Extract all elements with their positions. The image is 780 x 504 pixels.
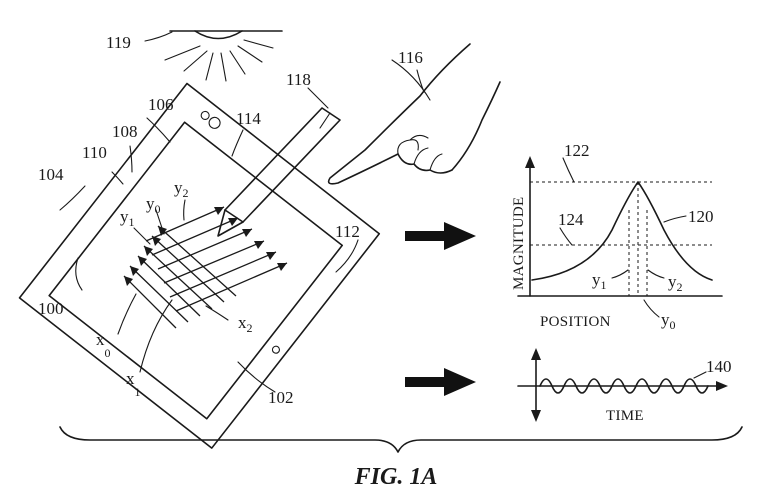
- time-plot: 140 TIME: [517, 348, 732, 424]
- device-housing: [18, 82, 381, 449]
- reference-labels: 119 116 118 106 114 108 110 104 112 100 …: [38, 33, 423, 407]
- label-106: 106: [148, 95, 174, 114]
- sensor-grid: [123, 206, 288, 329]
- label-114: 114: [236, 109, 261, 128]
- label-y2: y2: [174, 178, 189, 200]
- marker-y2: y2: [668, 272, 683, 294]
- magnitude-curve: [531, 181, 713, 281]
- label-112: 112: [335, 222, 360, 241]
- plot-ylabel: MAGNITUDE: [511, 196, 527, 290]
- tablet-device: [18, 82, 381, 449]
- stylus: [217, 107, 341, 237]
- label-y1: y1: [120, 207, 135, 229]
- sensor-icon: [208, 116, 221, 129]
- finger: [327, 43, 501, 185]
- label-119: 119: [106, 33, 131, 52]
- marker-y0: y0: [661, 310, 676, 332]
- figure-bracket: [59, 426, 743, 453]
- sensor-icon: [271, 345, 280, 354]
- leader-lines: [59, 69, 425, 393]
- label-140: 140: [706, 357, 732, 376]
- label-122: 122: [564, 141, 590, 160]
- label-104: 104: [38, 165, 64, 184]
- label-124: 124: [558, 210, 584, 229]
- device-display: [48, 121, 344, 420]
- label-x0: x0: [96, 330, 111, 360]
- label-102: 102: [268, 388, 294, 407]
- label-x2: x2: [238, 313, 253, 335]
- arrow-right-icon: [405, 222, 476, 250]
- time-xlabel: TIME: [606, 408, 644, 424]
- label-116: 116: [398, 48, 423, 67]
- arrow-right-icon: [405, 368, 476, 396]
- time-signal-wave: [539, 378, 709, 394]
- label-118: 118: [286, 70, 311, 89]
- label-110: 110: [82, 143, 107, 162]
- plot-xlabel: POSITION: [540, 314, 611, 330]
- label-100: 100: [38, 299, 64, 318]
- label-y0: y0: [146, 194, 161, 216]
- label-108: 108: [112, 122, 138, 141]
- label-x1: x1: [126, 369, 141, 399]
- figure-caption: FIG. 1A: [354, 464, 438, 490]
- camera-icon: [200, 110, 210, 121]
- label-120: 120: [688, 207, 714, 226]
- marker-y1: y1: [592, 270, 607, 292]
- magnitude-plot: MAGNITUDE POSITION 122 124 120 y1 y2 y0: [511, 141, 723, 332]
- light-source: [144, 30, 283, 82]
